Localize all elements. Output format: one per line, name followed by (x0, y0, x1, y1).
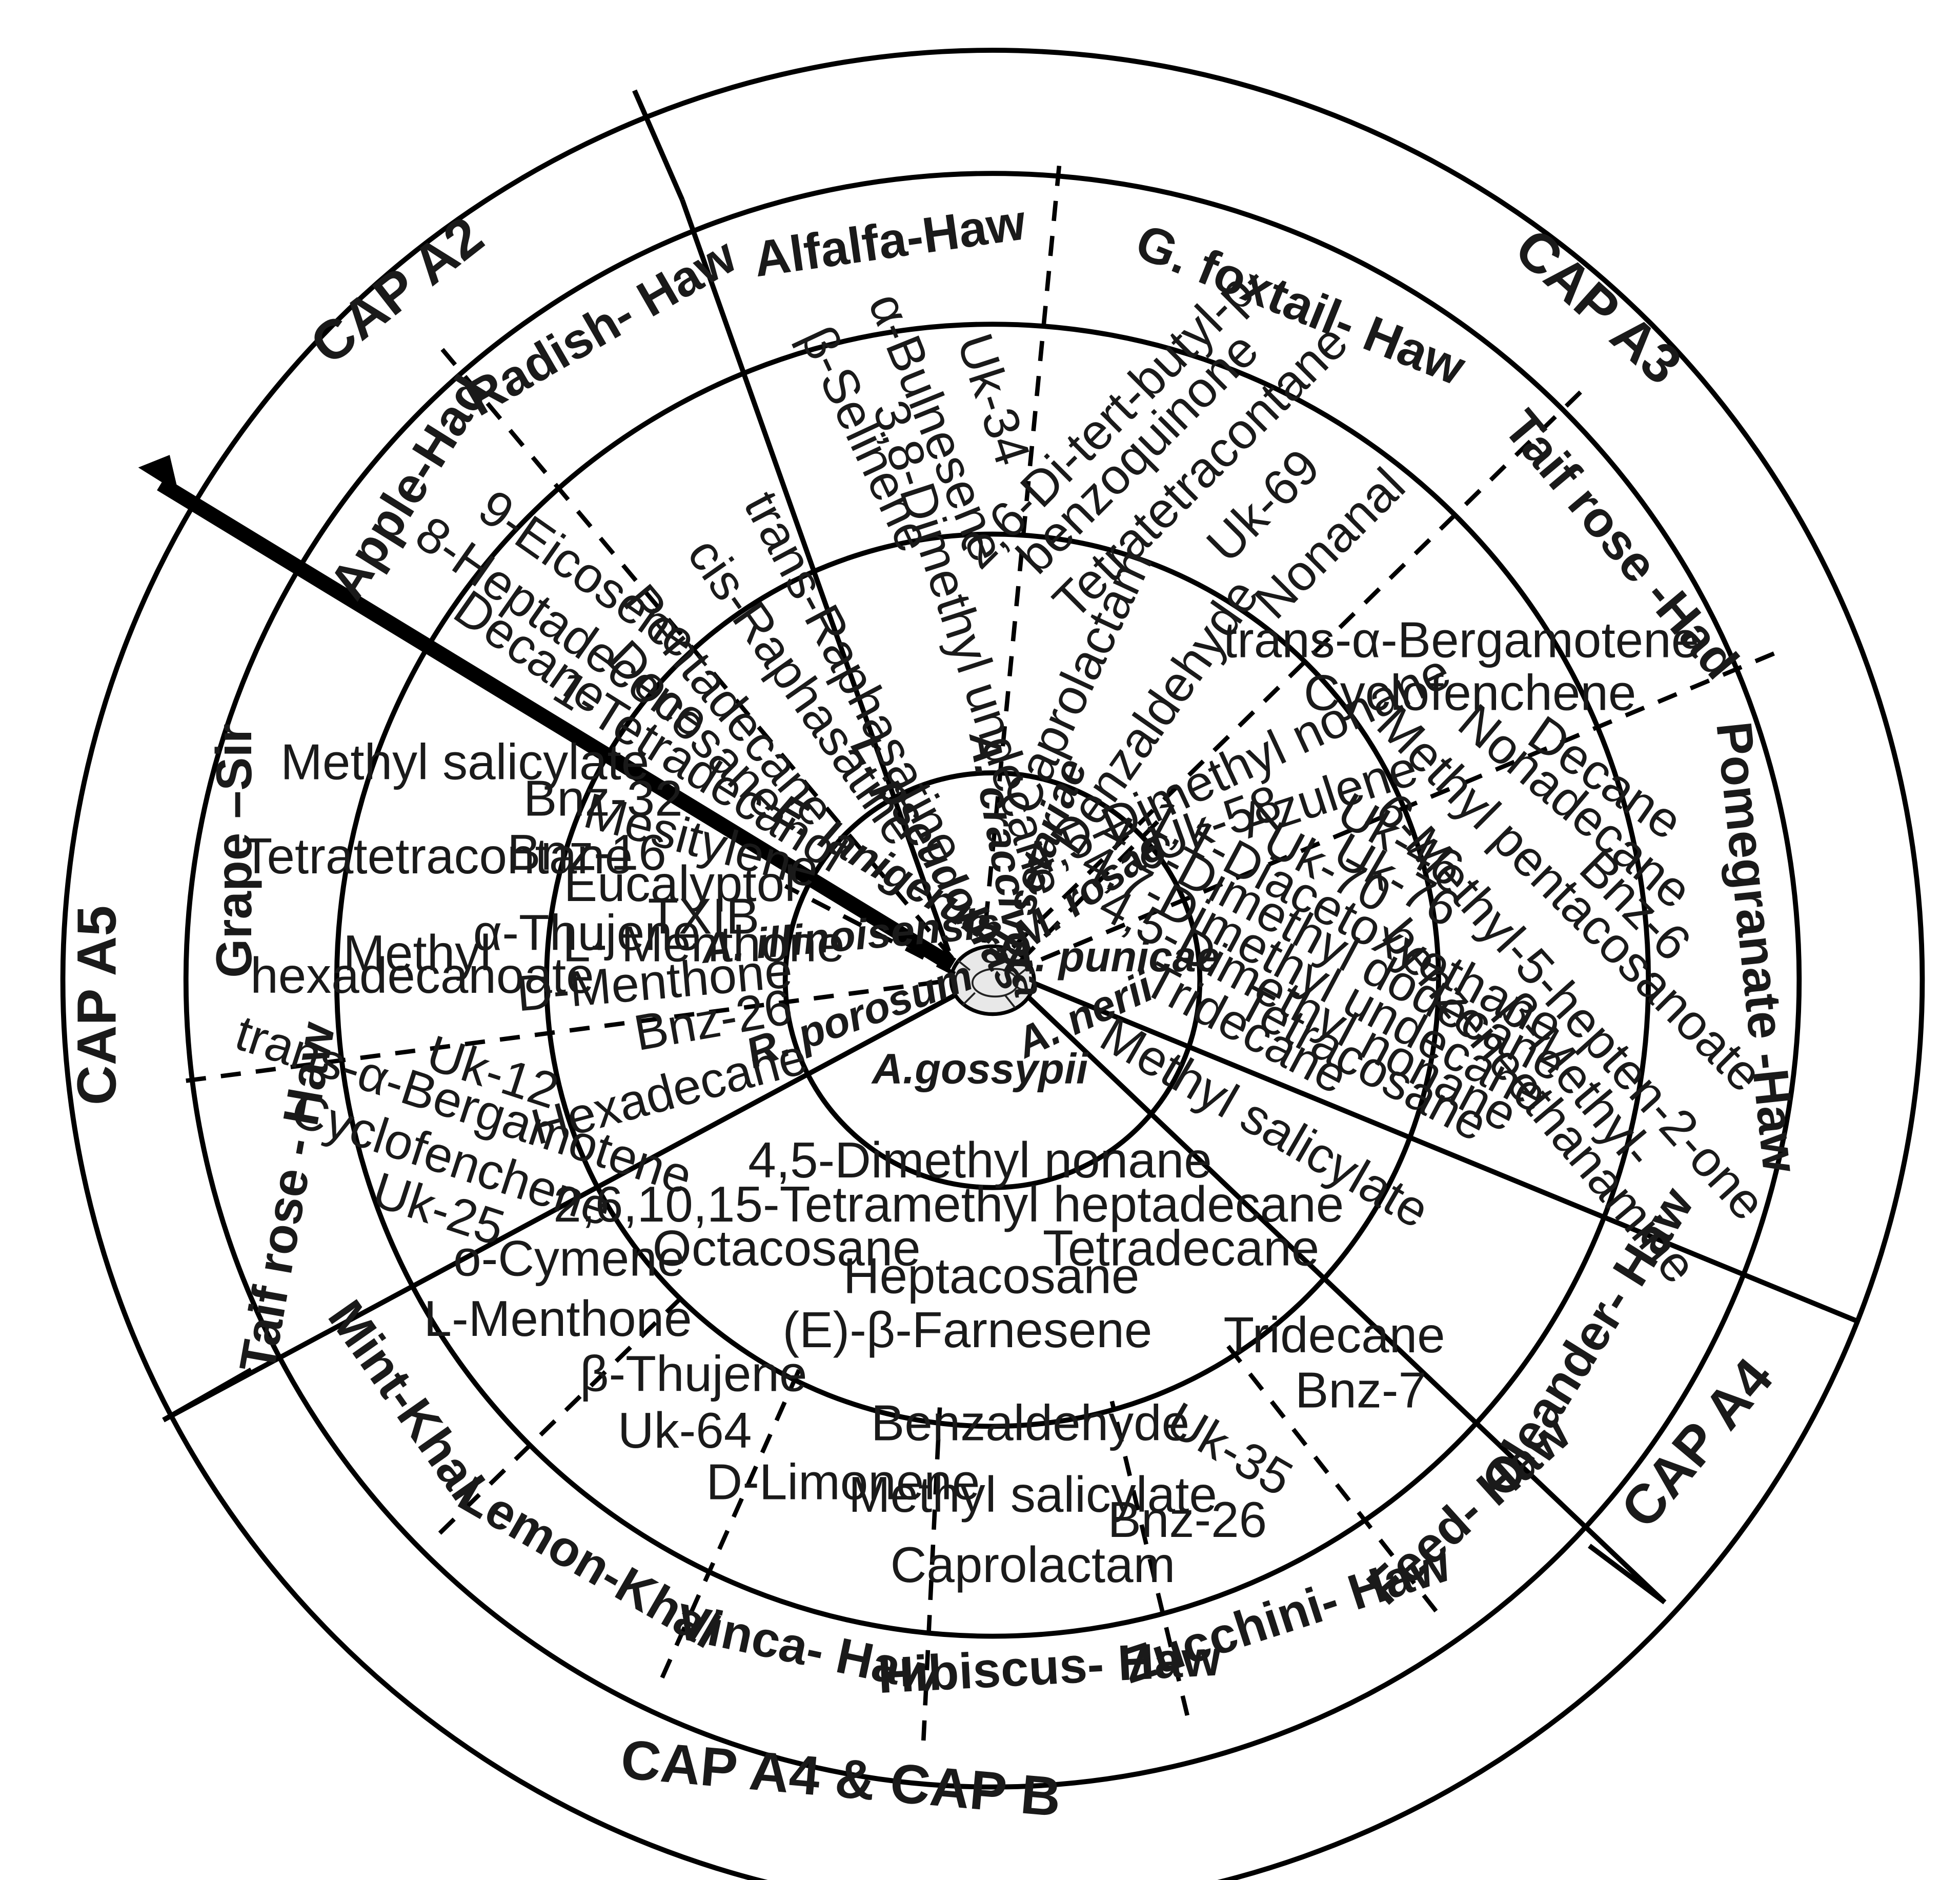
cap-a2-label: CAP A2 (299, 204, 494, 376)
compound: Bnz-16 (507, 824, 666, 881)
divider-taif-pomegranate (1026, 651, 1775, 967)
compound: (E)-β-Farnesene (783, 1302, 1153, 1358)
divider-rosae (1018, 809, 1170, 963)
divider-craccivora (680, 198, 951, 952)
cap-a5-label: CAP A5 (66, 906, 128, 1105)
divider-punicae (1032, 980, 1861, 1325)
compound: 4,5-Dimethyl nonane (748, 1132, 1211, 1188)
inner-compound-ring (544, 531, 1441, 1429)
compound: TXIB (648, 888, 759, 945)
compound: D-Limonene (706, 1453, 980, 1510)
compound: Tetratetracontane (241, 828, 633, 884)
divider-porosum (162, 993, 956, 1423)
compound: L- Menthone (562, 916, 844, 972)
outer-compound-ring (334, 322, 1651, 1639)
cap-a4-capb-label: CAP A4 & CAP B (618, 1728, 1063, 1828)
divider-oleander (1026, 994, 1667, 1604)
host-alfalfa: Alfalfa-Haw (750, 193, 1029, 287)
compound: Eucalyptol (564, 855, 796, 912)
compound: Bnz-7 (1295, 1362, 1426, 1418)
compound: Bnz-32 (523, 770, 683, 826)
divider-hibiscus-zucchini (1109, 1401, 1190, 1716)
divider-a2-a3-outer (632, 89, 685, 201)
species-punicae: A. punicae (1003, 933, 1220, 981)
compound: Heptacosane (843, 1248, 1140, 1304)
compound: Cyclofenchene (1304, 665, 1636, 721)
compound: Tridecane (1223, 1307, 1445, 1363)
compound: 2,6,10,15-Tetramethyl heptadecane (553, 1176, 1344, 1232)
compound: Methyl salicylate (848, 1466, 1217, 1523)
compound: Octacosane (653, 1220, 921, 1276)
outer-ring (60, 48, 1925, 1880)
compound: Methyl salicylate (280, 733, 649, 790)
host-radish: Radish- Haw (456, 227, 745, 427)
divider-a4-outer (1588, 1544, 1666, 1605)
species-gossypii: A.gossypii (871, 1045, 1089, 1092)
cap-a3-label: CAP A3 (1504, 216, 1693, 396)
compound: o-Cymene (453, 1230, 685, 1286)
compound: Caprolactam (891, 1536, 1176, 1593)
compound: Tetradecane (1043, 1220, 1319, 1276)
divider-illinoisensis (784, 884, 956, 976)
compound: β-Thujene (580, 1346, 807, 1402)
host-pomegranate: Pomegranate -Haw (1706, 719, 1809, 1175)
compound: hexadecanoate (250, 947, 594, 1004)
aphid-body-icon (957, 959, 1028, 1009)
divider-a5-outer (162, 1367, 253, 1423)
divider-radish-apple (440, 348, 957, 963)
compound: α-Thujene (473, 905, 701, 961)
host-ring (183, 171, 1802, 1790)
compound: trans-α-Bergamotene (1223, 612, 1699, 668)
divider-mint-lemon (438, 1292, 686, 1535)
compound: Benzaldehyde (871, 1394, 1189, 1451)
compound: Bnz-26 (1108, 1491, 1267, 1548)
compound: L-Menthone (424, 1290, 692, 1347)
divider-foxtail-taif (1009, 390, 1582, 951)
host-grape: Grape –Sir (206, 724, 262, 978)
divider-grape-taif (186, 978, 953, 1083)
compound: Uk-64 (618, 1402, 752, 1458)
divider-alfalfa-foxtail (981, 166, 1062, 943)
divider-zucchini-feed (1223, 1341, 1438, 1613)
direction-arrow (157, 477, 957, 972)
compound: Methyl (343, 925, 491, 981)
species-ring (782, 770, 1203, 1190)
arrow-head-icon (138, 455, 179, 493)
